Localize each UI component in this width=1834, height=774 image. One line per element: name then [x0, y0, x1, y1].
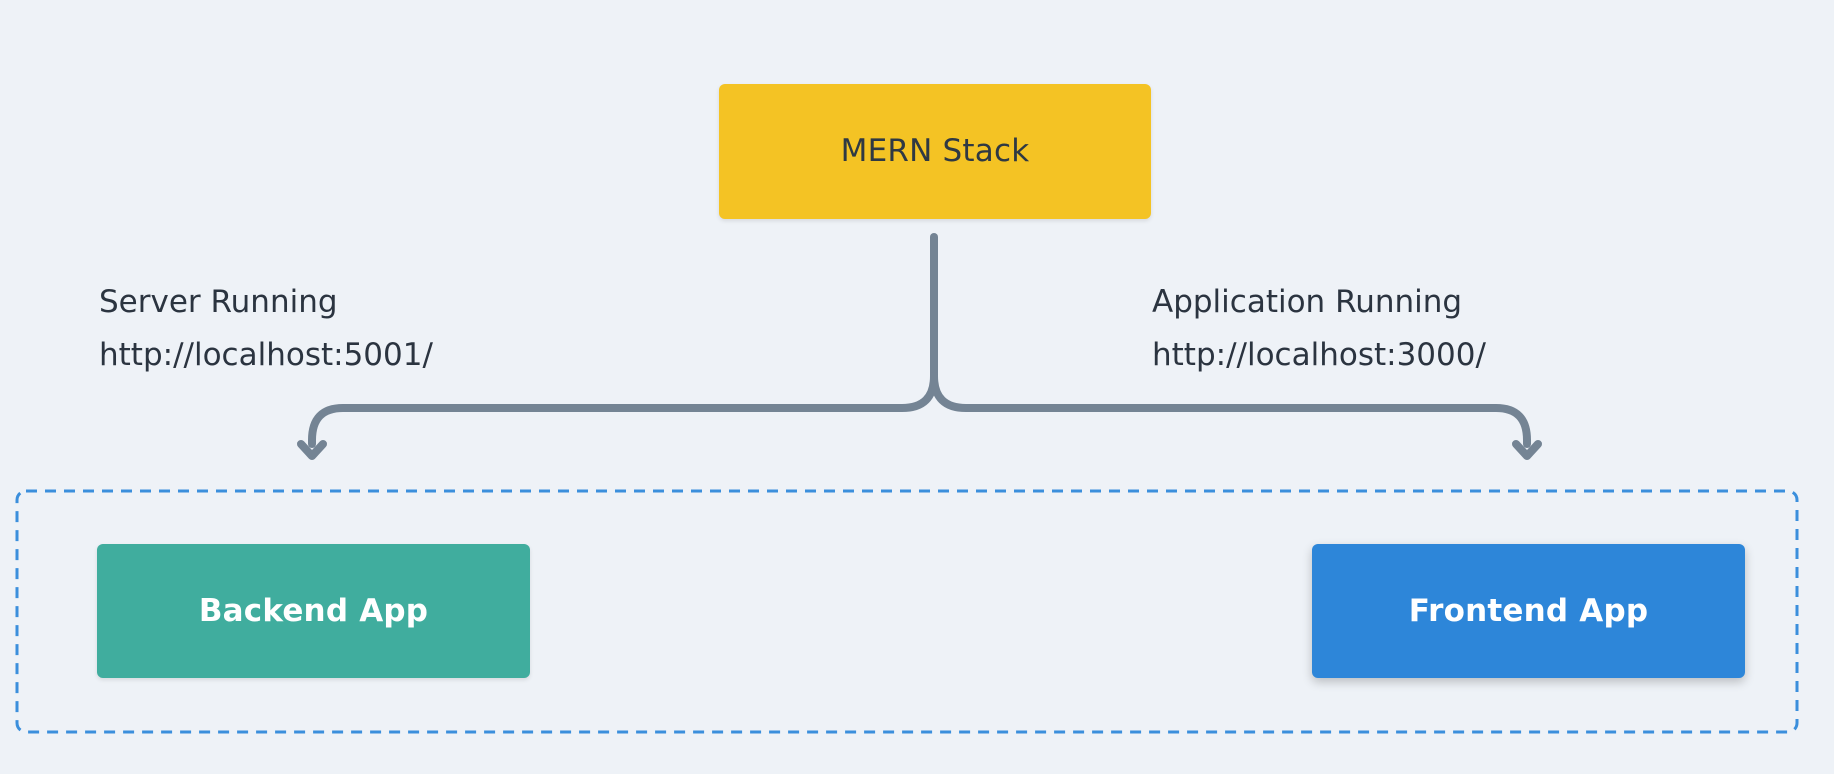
right-connector-branch — [930, 372, 1531, 448]
application-running-title: Application Running — [1152, 284, 1463, 320]
frontend-app-node: Frontend App — [1312, 544, 1745, 678]
apps-group-border — [15, 489, 1799, 734]
server-running-url: http://localhost:5001/ — [99, 337, 433, 373]
left-arrowhead-icon — [297, 440, 327, 460]
backend-app-label: Backend App — [198, 592, 429, 629]
right-arrowhead-icon — [1512, 440, 1542, 460]
application-running-url: http://localhost:3000/ — [1152, 337, 1486, 373]
application-running-annotation: Application Running http://localhost:300… — [1152, 276, 1486, 382]
mern-stack-label: MERN Stack — [840, 133, 1030, 169]
frontend-app-label: Frontend App — [1408, 592, 1649, 629]
left-connector-branch — [308, 372, 938, 448]
mern-stack-node: MERN Stack — [719, 84, 1151, 219]
server-running-annotation: Server Running http://localhost:5001/ — [99, 276, 433, 382]
backend-app-node: Backend App — [97, 544, 530, 678]
server-running-title: Server Running — [99, 284, 338, 320]
